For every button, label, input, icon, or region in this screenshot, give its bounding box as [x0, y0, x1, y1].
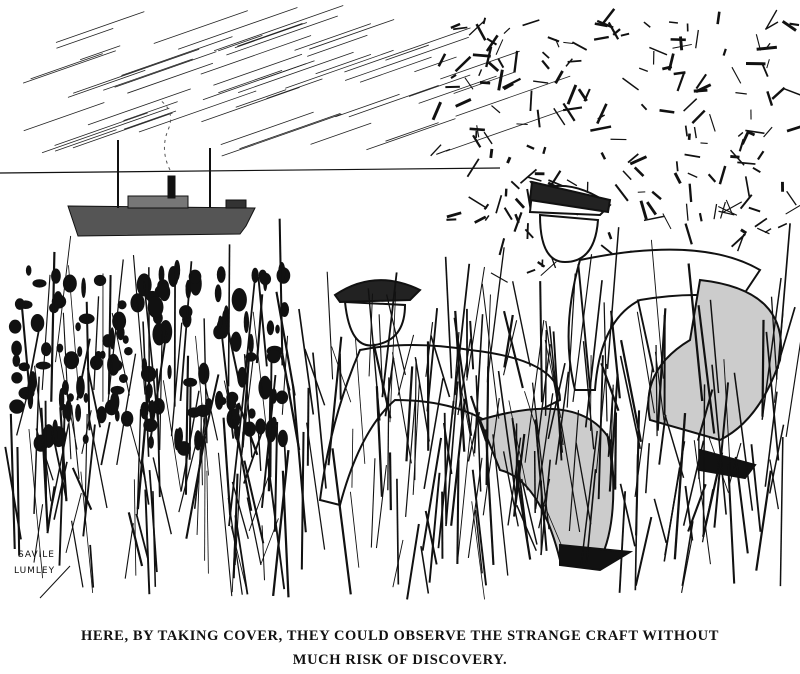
grass: [4, 218, 800, 600]
pen-illustration: SAVILE LUMLEY: [0, 5, 800, 600]
steamship: [67, 99, 256, 237]
sailor-back: [528, 180, 782, 480]
svg-text:SAVILE: SAVILE: [18, 550, 55, 560]
svg-text:LUMLEY: LUMLEY: [14, 566, 55, 576]
sky-hatching: [22, 5, 571, 157]
trees-right: [430, 8, 800, 288]
artist-signature: SAVILE LUMLEY: [14, 550, 71, 599]
caption-line-1: HERE, BY TAKING COVER, THEY COULD OBSERV…: [80, 628, 720, 644]
horizon-line: [0, 167, 501, 174]
caption-line-2: MUCH RISK OF DISCOVERY.: [292, 652, 508, 668]
bush-left: [8, 259, 291, 456]
